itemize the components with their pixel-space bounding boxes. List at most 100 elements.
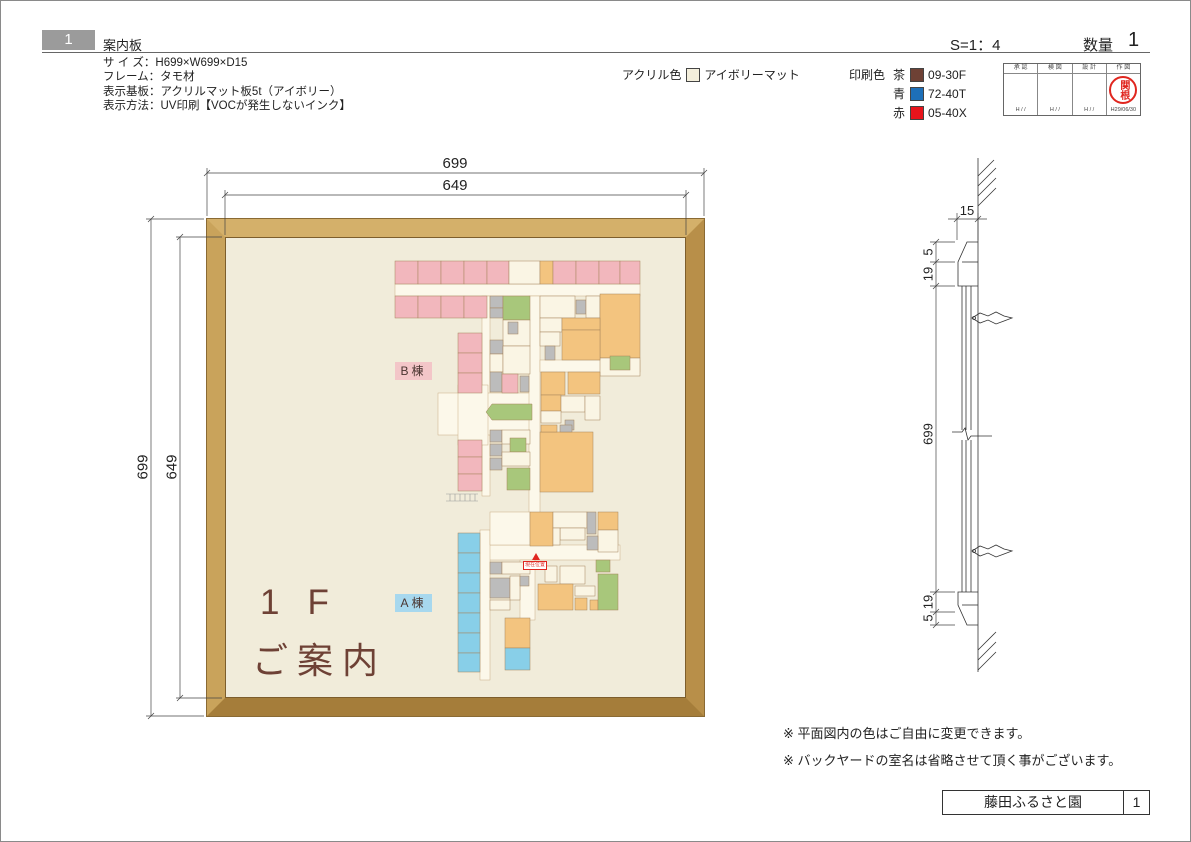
building-b-label: B棟 xyxy=(395,362,432,380)
acrylic-name: アイボリーマット xyxy=(704,68,800,82)
room-green xyxy=(597,573,619,611)
room-green xyxy=(502,295,531,321)
page-number: 1 xyxy=(1132,794,1141,810)
room-support xyxy=(559,527,586,541)
room-utility xyxy=(586,511,597,535)
acrylic-swatch xyxy=(686,68,701,82)
room-utility xyxy=(489,577,511,599)
header-rule xyxy=(42,52,1150,53)
room-residential-b xyxy=(598,260,621,285)
room-utility xyxy=(489,339,504,355)
quantity-value: 1 xyxy=(1128,29,1140,51)
corridor xyxy=(489,511,531,546)
room-residential-a xyxy=(457,552,481,574)
room-residential-a xyxy=(504,647,531,671)
print-color-blue: 青 72-40T xyxy=(893,87,966,101)
room-residential-b xyxy=(417,260,442,285)
room-support xyxy=(508,260,541,285)
spec-panel: 表示基板：アクリルマット板5t（アイボリー） xyxy=(103,86,342,98)
approval-date: H / / xyxy=(1049,107,1060,113)
room-residential-b xyxy=(394,295,419,319)
room-residential-b xyxy=(457,352,483,374)
approval-stamp: 関根 xyxy=(1109,76,1138,104)
room-common xyxy=(540,371,566,396)
room-support xyxy=(552,527,561,546)
print-color-code: 05-40X xyxy=(928,106,967,120)
room-residential-b xyxy=(575,260,600,285)
current-location-marker xyxy=(532,553,540,560)
room-common xyxy=(539,260,554,285)
room-residential-b xyxy=(457,439,483,458)
quantity-label: 数量 xyxy=(1083,37,1114,54)
room-residential-b xyxy=(440,260,465,285)
dimension-height-inner: 649 xyxy=(163,454,181,480)
room-common xyxy=(561,329,601,361)
room-green xyxy=(595,559,611,573)
spec-frame: フレーム：タモ材 xyxy=(103,71,195,83)
mounting-bracket-lower xyxy=(971,544,1014,558)
note-colors: ※ 平面図内の色はご自由に変更できます。 xyxy=(783,726,1031,741)
mounting-bracket-upper xyxy=(971,311,1014,325)
room-utility xyxy=(489,371,503,393)
room-support xyxy=(597,529,619,553)
frame-top-profile xyxy=(957,241,978,287)
current-location-label: 現在位置 xyxy=(523,561,548,570)
room-common xyxy=(589,599,599,611)
approval-column-approve: 承 認 H / / xyxy=(1004,64,1038,115)
print-color-red: 赤 05-40X xyxy=(893,106,967,120)
room-support xyxy=(501,451,531,467)
room-residential-a xyxy=(457,612,481,634)
acrylic-color-row: アクリル色 アイボリーマット xyxy=(622,68,800,82)
room-common xyxy=(561,317,601,331)
section-view xyxy=(952,158,1014,672)
section-dimensions xyxy=(930,213,987,629)
approval-column-design: 設 計 H / / xyxy=(1071,64,1106,115)
room-residential-b xyxy=(417,295,442,319)
room-utility xyxy=(586,535,599,551)
frame-bottom-profile xyxy=(957,591,978,626)
dimension-depth: 15 xyxy=(959,203,975,218)
room-residential-b xyxy=(619,260,641,285)
room-residential-b xyxy=(457,332,483,354)
room-support xyxy=(552,511,588,529)
approval-header: 承 認 xyxy=(1004,64,1038,74)
print-color-code: 72-40T xyxy=(928,87,967,101)
room-utility xyxy=(489,561,503,575)
spec-size: サ イ ズ：H699×W699×D15 xyxy=(103,57,248,69)
room-utility xyxy=(489,307,504,319)
sign-title: ご案内 xyxy=(252,640,388,681)
room-support xyxy=(502,345,531,375)
print-color-brown: 茶 09-30F xyxy=(893,68,966,82)
approval-header: 検 図 xyxy=(1038,64,1072,74)
dimension-bottom-chamfer: 5 xyxy=(920,614,936,622)
room-support xyxy=(539,317,563,333)
room-common xyxy=(567,371,601,395)
room-support xyxy=(540,410,562,424)
dimension-height-outer: 699 xyxy=(134,454,152,480)
room-residential-b xyxy=(394,260,419,285)
room-utility xyxy=(507,321,519,335)
room-residential-b xyxy=(501,373,519,394)
approval-column-check: 検 図 H / / xyxy=(1037,64,1072,115)
room-support xyxy=(574,585,596,597)
room-common xyxy=(540,394,562,412)
room-residential-a xyxy=(457,632,481,654)
room-utility xyxy=(489,295,504,309)
room-utility xyxy=(489,429,503,443)
room-green xyxy=(506,467,531,491)
room-support xyxy=(509,575,521,601)
sheet-title: 案内板 xyxy=(103,38,143,53)
print-color-name: 茶 xyxy=(893,68,906,82)
room-residential-a xyxy=(457,652,481,673)
room-residential-b xyxy=(457,456,483,475)
room-common xyxy=(537,583,574,611)
left-dimension xyxy=(146,215,222,720)
scale-label: S=1：4 xyxy=(950,37,1001,54)
room-support xyxy=(584,395,601,421)
project-name: 藤田ふるさと園 xyxy=(943,791,1124,814)
room-utility xyxy=(519,375,530,393)
room-support xyxy=(560,395,586,413)
room-residential-b xyxy=(463,260,488,285)
dimension-bottom-frame: 19 xyxy=(920,594,936,610)
room-common xyxy=(529,511,554,547)
